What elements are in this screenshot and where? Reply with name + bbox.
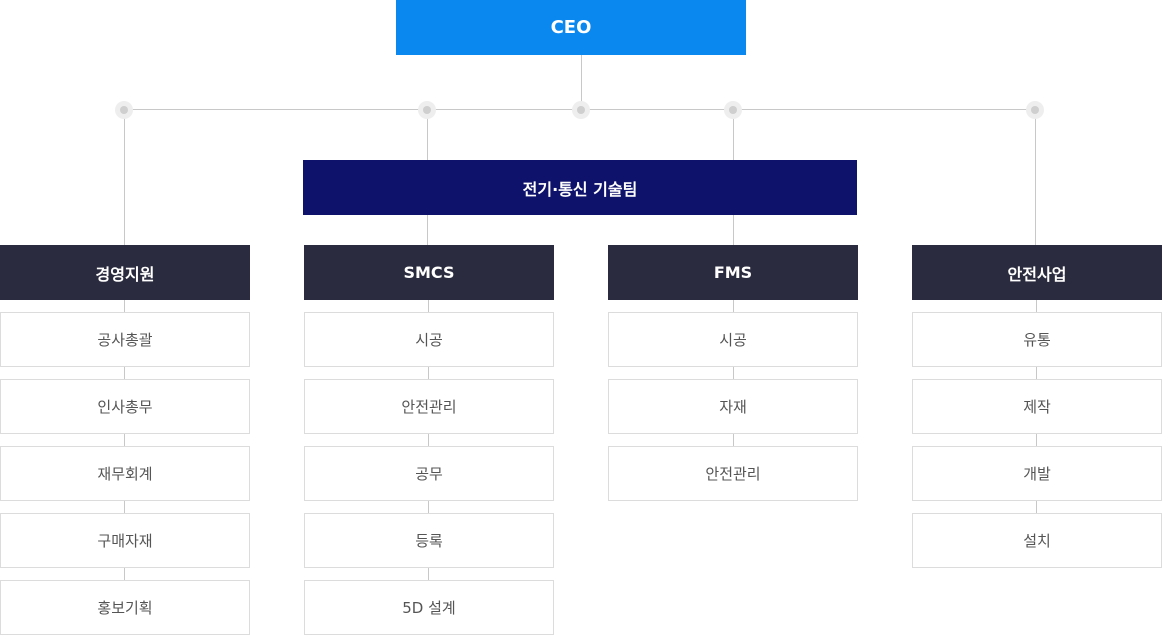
org-item: 시공 — [304, 312, 554, 367]
tech-team-box: 전기·통신 기술팀 — [303, 160, 857, 215]
org-item: 안전관리 — [608, 446, 858, 501]
org-item: 홍보기획 — [0, 580, 250, 635]
junction-dot — [1026, 101, 1044, 119]
dept-management-support: 경영지원 — [0, 245, 250, 300]
org-item: 공무 — [304, 446, 554, 501]
org-item: 유통 — [912, 312, 1162, 367]
org-item: 자재 — [608, 379, 858, 434]
dept-safety-business: 안전사업 — [912, 245, 1162, 300]
ceo-box: CEO — [396, 0, 746, 55]
org-item: 설치 — [912, 513, 1162, 568]
org-item: 재무회계 — [0, 446, 250, 501]
dept-smcs: SMCS — [304, 245, 554, 300]
org-item: 안전관리 — [304, 379, 554, 434]
org-item: 5D 설계 — [304, 580, 554, 635]
org-item: 등록 — [304, 513, 554, 568]
org-item: 제작 — [912, 379, 1162, 434]
org-item: 시공 — [608, 312, 858, 367]
junction-dot — [418, 101, 436, 119]
org-item: 개발 — [912, 446, 1162, 501]
org-item: 공사총괄 — [0, 312, 250, 367]
org-item: 구매자재 — [0, 513, 250, 568]
org-item: 인사총무 — [0, 379, 250, 434]
junction-dot — [724, 101, 742, 119]
junction-dot — [572, 101, 590, 119]
dept-fms: FMS — [608, 245, 858, 300]
junction-dot — [115, 101, 133, 119]
